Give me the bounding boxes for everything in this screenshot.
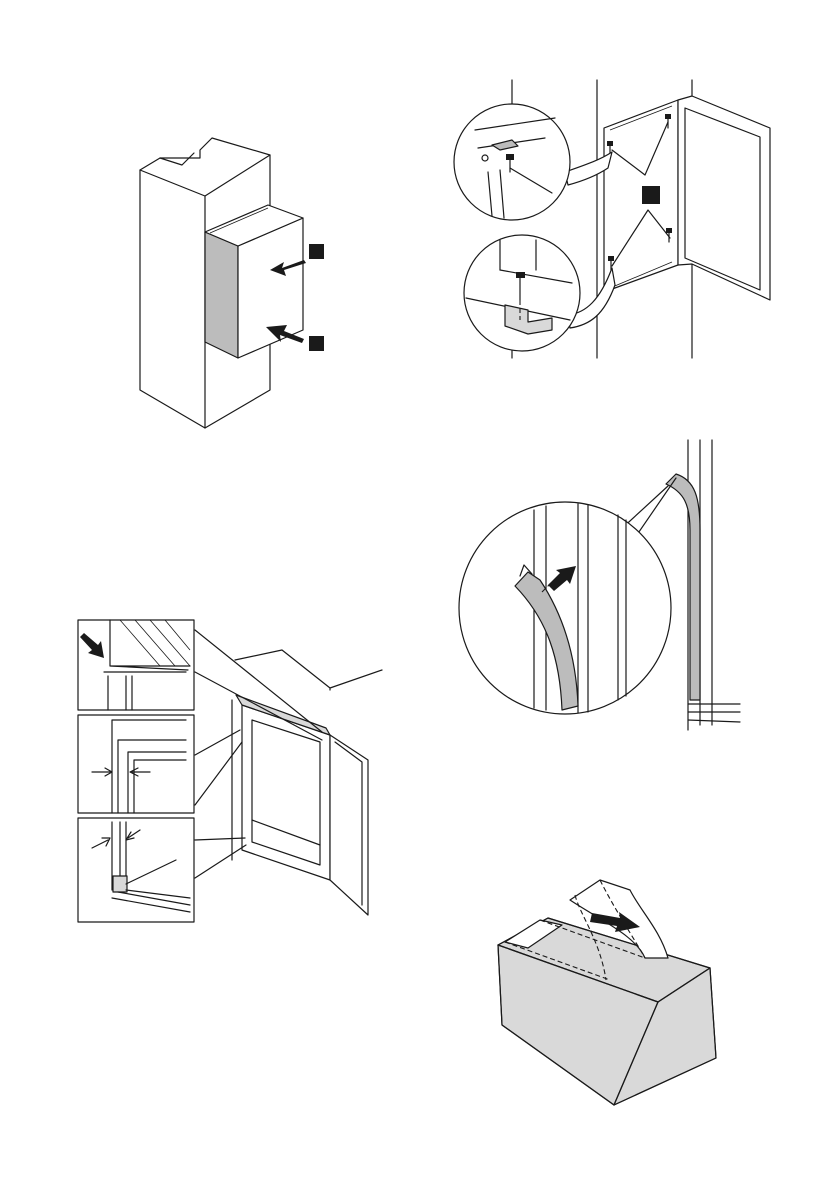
seal-strip-drawing	[455, 438, 755, 733]
marker-square-icon	[642, 186, 660, 204]
magnifier-circle-icon	[459, 502, 671, 714]
figure-gap-details	[75, 615, 395, 925]
magnifier-circle-icon	[454, 104, 570, 220]
screw-icon	[608, 256, 614, 270]
gap-details-drawing	[75, 615, 395, 925]
cabinet-install-drawing	[120, 125, 350, 435]
figure-door-screws	[450, 78, 780, 363]
magnifier-circle-icon	[464, 235, 580, 351]
figure-remove-tape	[492, 878, 717, 1108]
marker-square-icon	[309, 244, 324, 259]
remove-tape-drawing	[492, 878, 717, 1108]
marker-square-icon	[309, 336, 324, 351]
figure-seal-strip	[455, 438, 755, 733]
door-screws-drawing	[450, 78, 780, 363]
figure-cabinet-install	[120, 125, 350, 435]
